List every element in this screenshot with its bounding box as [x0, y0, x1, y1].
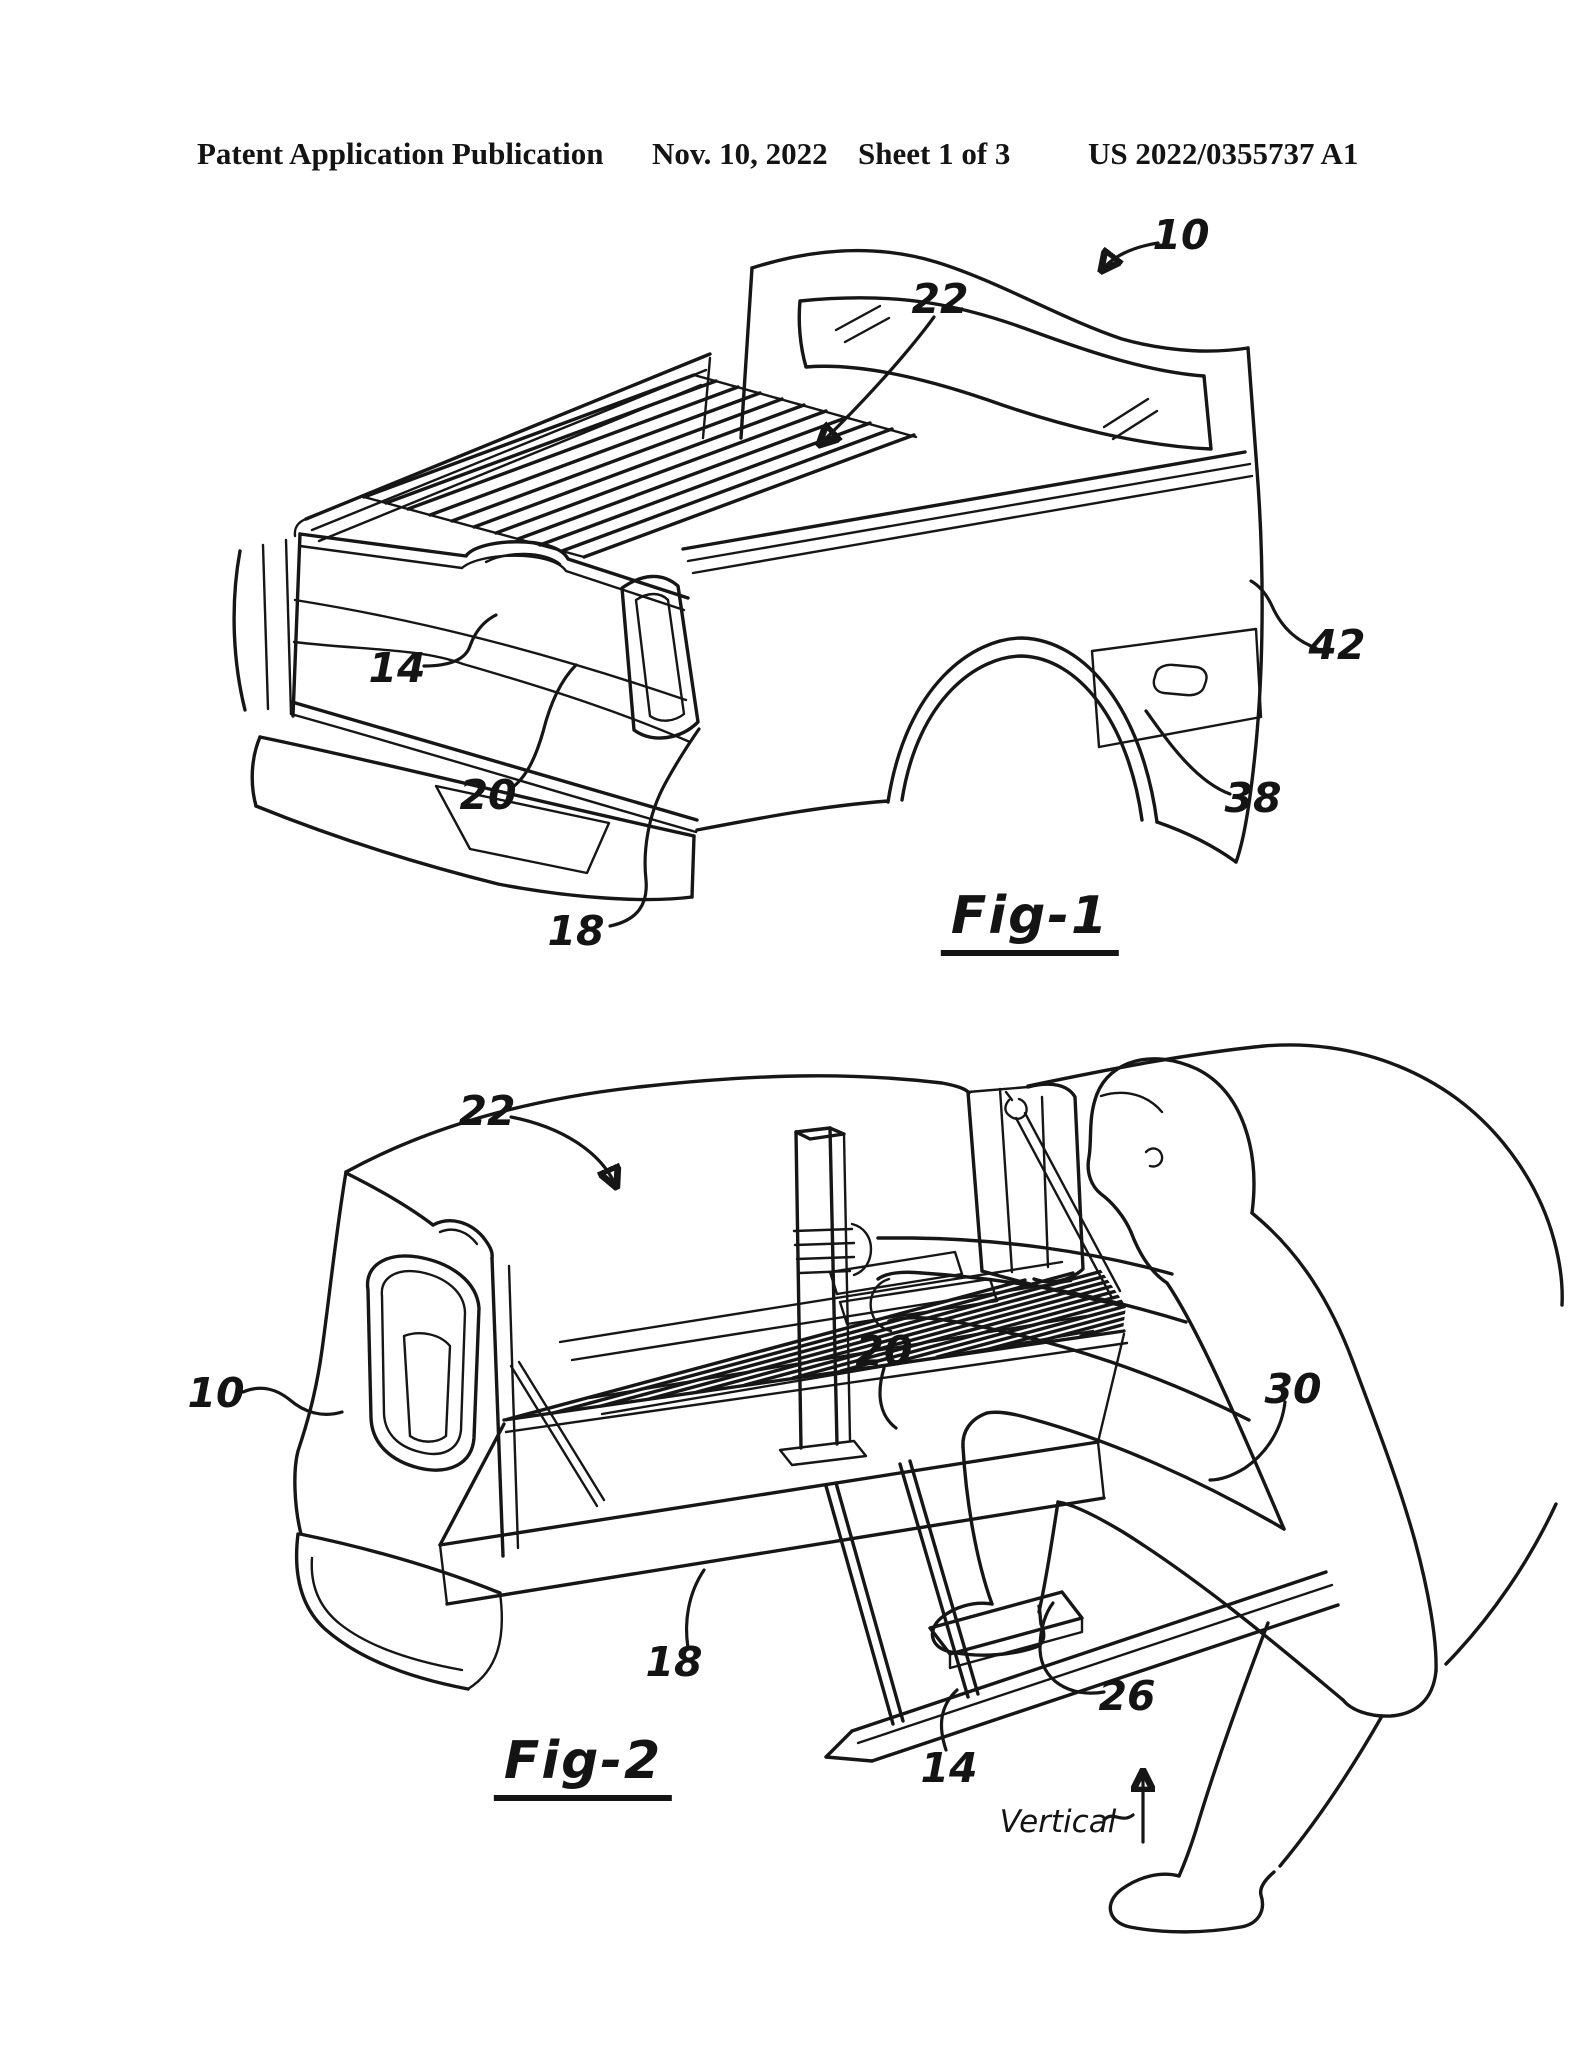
fig1-cab — [739, 248, 1259, 472]
fig2-tailgate-scene-drawing — [241, 1043, 1564, 1934]
fig1-ref-18: 18 — [547, 907, 605, 955]
fig2-ref-18: 18 — [645, 1638, 703, 1686]
fig1-ref-14: 14 — [368, 644, 426, 692]
fig2-person — [792, 1057, 1438, 1934]
header-publication-title: Patent Application Publication — [197, 136, 604, 171]
fig1-bed — [293, 352, 1254, 575]
fig2-caption: Fig-2 — [493, 1731, 673, 1801]
fig2-ref-22: 22 — [458, 1087, 516, 1135]
fig1-truck-drawing — [232, 241, 1318, 928]
fig1-tailgate — [232, 532, 700, 834]
fig1-ref-22: 22 — [911, 275, 969, 323]
fig2-leader-lines — [241, 1115, 1287, 1752]
header-date: Nov. 10, 2022 — [652, 136, 828, 171]
fig2-grab-pole — [778, 1126, 868, 1467]
fig1-ref-42: 42 — [1308, 621, 1366, 669]
fig1-bed-floor-ribs — [362, 373, 916, 559]
fig2-step-assembly — [824, 1459, 1340, 1763]
fig1-bumper — [250, 735, 696, 902]
header-sheet-number: Sheet 1 of 3 — [858, 136, 1011, 171]
fig1-leader-lines — [422, 241, 1318, 928]
fig1-bedside — [695, 468, 1264, 864]
fig1-ref-10: 10 — [1152, 211, 1210, 259]
fig2-ref-20: 20 — [855, 1327, 913, 1375]
fig1-ref-20: 20 — [459, 771, 517, 819]
fig2-ref-14: 14 — [920, 1744, 978, 1792]
header-patent-number: US 2022/0355737 A1 — [1088, 136, 1359, 171]
vertical-direction-arrow — [1102, 1772, 1143, 1844]
fig1-ref-38: 38 — [1224, 774, 1282, 822]
fig2-ref-30: 30 — [1264, 1365, 1322, 1413]
fig1-caption: Fig-1 — [940, 886, 1120, 956]
fig2-ref-10: 10 — [187, 1369, 245, 1417]
fig2-ref-26: 26 — [1098, 1672, 1156, 1720]
vertical-direction-label: Vertical — [999, 1804, 1117, 1840]
